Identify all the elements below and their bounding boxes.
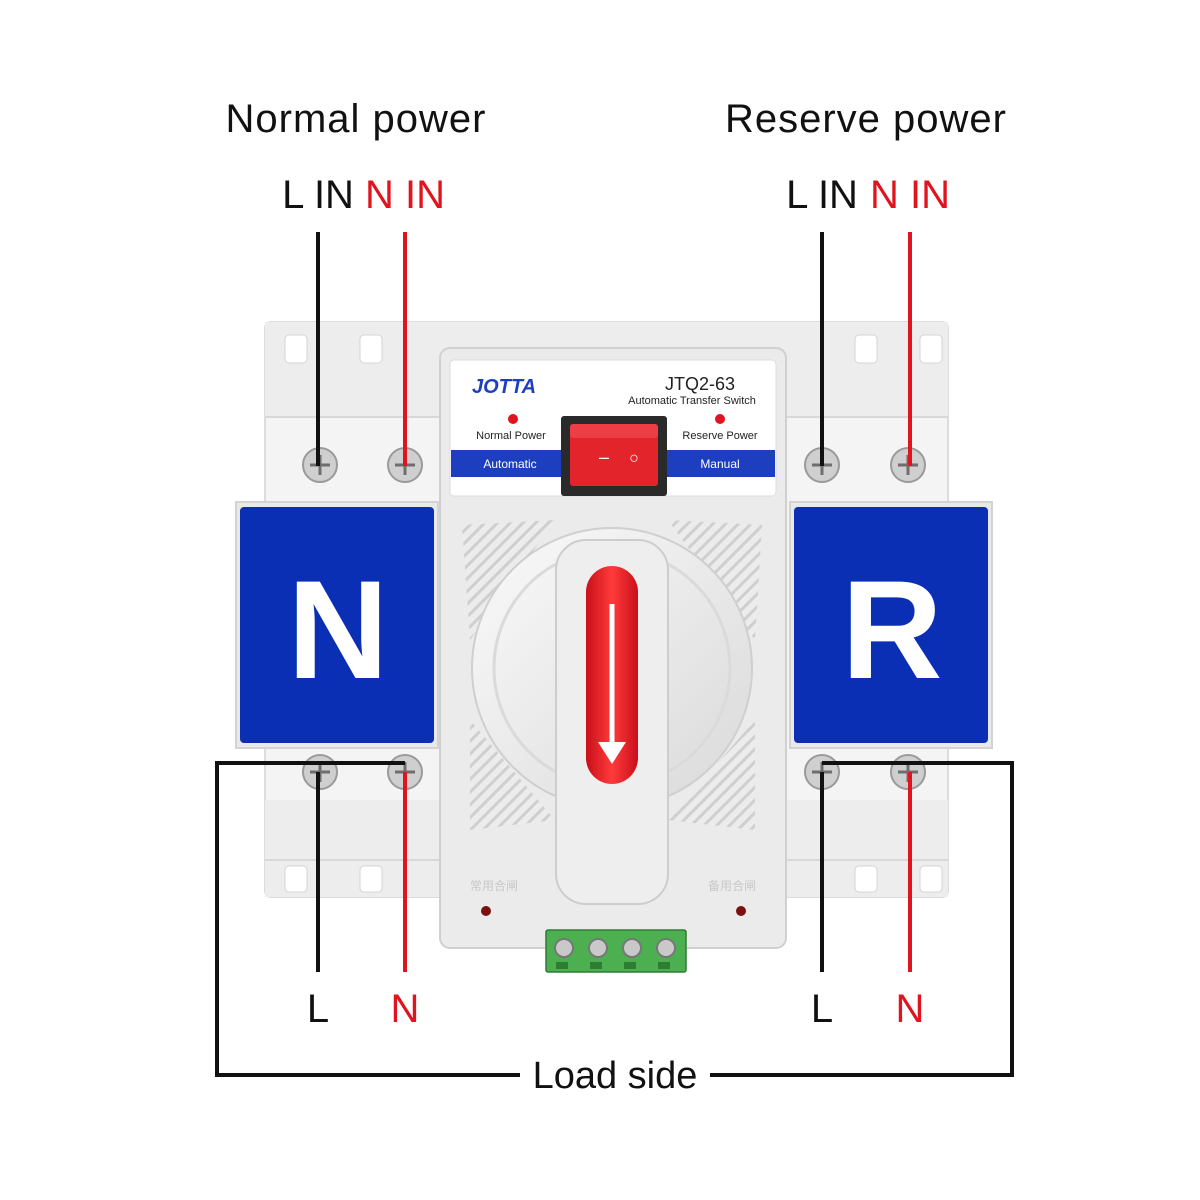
mode-manual-label: Manual	[700, 457, 739, 471]
left-n-out-label: N	[391, 987, 420, 1031]
load-frame-left	[215, 761, 520, 1077]
bottom-left-stamp: 常用合闸	[470, 878, 518, 893]
reserve-power-led	[715, 414, 725, 424]
vent-bottom-left	[470, 720, 555, 830]
reserve-power-heading: Reserve power	[725, 97, 1007, 141]
normal-l-in-label: L IN	[282, 173, 354, 217]
module-reserve: R	[789, 501, 993, 749]
handle-arrow-icon	[598, 604, 626, 764]
wiring	[215, 232, 1014, 1077]
right-l-out-label: L	[811, 987, 833, 1031]
brand-logo: JOTTA	[472, 376, 536, 398]
mode-automatic-label: Automatic	[483, 457, 536, 471]
load-side-label: Load side	[533, 1055, 698, 1097]
normal-power-led	[508, 414, 518, 424]
mode-rocker-switch[interactable]: – ○	[561, 416, 667, 496]
bottom-right-stamp: 备用合闸	[708, 878, 756, 893]
load-frame-right	[710, 761, 1014, 1077]
module-r-letter: R	[841, 551, 942, 708]
rotary-handle[interactable]	[471, 527, 753, 905]
module-normal: N	[235, 501, 439, 749]
controller-unit: JOTTA JTQ2-63 Automatic Transfer Switch …	[439, 347, 787, 973]
module-n-letter: N	[287, 551, 388, 708]
bottom-right-led	[736, 906, 746, 916]
bottom-left-led	[481, 906, 491, 916]
reserve-n-in-label: N IN	[870, 173, 950, 217]
reserve-power-indicator-label: Reserve Power	[682, 430, 758, 442]
right-n-out-label: N	[896, 987, 925, 1031]
normal-power-heading: Normal power	[226, 97, 487, 141]
reserve-l-in-label: L IN	[786, 173, 858, 217]
rocker-on-symbol: ○	[629, 450, 639, 467]
normal-n-in-label: N IN	[365, 173, 445, 217]
rocker-off-symbol: –	[599, 447, 609, 467]
vent-bottom-right	[668, 720, 755, 830]
left-l-out-label: L	[307, 987, 329, 1031]
device-subtitle: Automatic Transfer Switch	[628, 395, 756, 407]
control-terminal-block	[545, 929, 687, 973]
model-number: JTQ2-63	[665, 374, 735, 394]
normal-power-indicator-label: Normal Power	[476, 430, 546, 442]
